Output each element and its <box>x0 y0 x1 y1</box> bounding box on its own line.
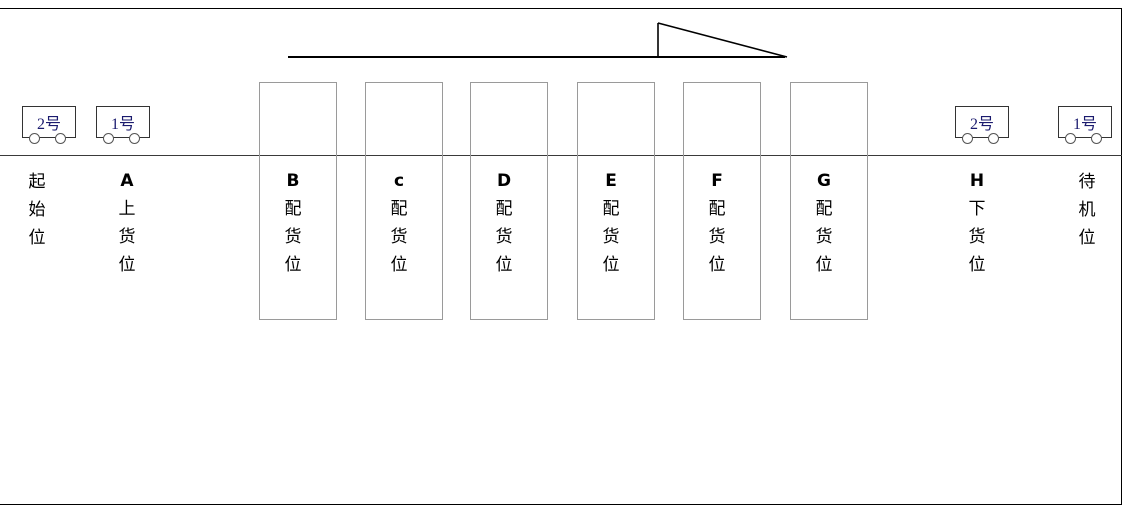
station-name-char: 待 <box>1078 172 1096 191</box>
cart-label-left-cart-1: 1号 <box>96 106 150 138</box>
station-name-char: 位 <box>815 255 833 274</box>
station-name-char: 货 <box>495 227 513 246</box>
station-code-pick-e: E <box>605 171 617 191</box>
station-box-pick-b[interactable] <box>259 82 337 320</box>
station-name-char: 位 <box>968 255 986 274</box>
station-name-char: 货 <box>390 227 408 246</box>
station-name-char: 配 <box>815 199 833 218</box>
station-label-standby: 待机位 <box>1070 168 1104 252</box>
station-name-char: 位 <box>390 255 408 274</box>
station-name-char: 位 <box>1078 228 1096 247</box>
station-name-char: 配 <box>284 199 302 218</box>
cart-label-left-cart-2: 2号 <box>22 106 76 138</box>
station-name-char: 配 <box>602 199 620 218</box>
station-name-char: 位 <box>118 255 136 274</box>
station-name-char: 配 <box>390 199 408 218</box>
station-label-start: 起始位 <box>20 168 54 252</box>
station-box-pick-g[interactable] <box>790 82 868 320</box>
cart-left-cart-1[interactable]: 1号 <box>96 106 150 144</box>
station-name-char: 配 <box>708 199 726 218</box>
station-code-pick-d: D <box>496 171 512 191</box>
station-code-load-a: A <box>120 171 134 191</box>
cart-left-cart-2[interactable]: 2号 <box>22 106 76 144</box>
main-rail <box>0 155 1122 156</box>
cart-label-right-cart-2: 2号 <box>955 106 1009 138</box>
page-border <box>0 8 1122 505</box>
station-name-char: 货 <box>602 227 620 246</box>
cart-wheel-left-icon <box>1065 133 1076 144</box>
cart-wheel-left-icon <box>962 133 973 144</box>
cart-wheel-left-icon <box>29 133 40 144</box>
station-name-char: 上 <box>118 199 136 218</box>
station-name-char: 位 <box>28 228 46 247</box>
station-name-char: 起 <box>28 172 46 191</box>
cart-right-cart-1[interactable]: 1号 <box>1058 106 1112 144</box>
station-name-char: 位 <box>495 255 513 274</box>
station-name-char: 下 <box>968 199 986 218</box>
station-code-pick-b: B <box>286 171 300 191</box>
station-name-char: 货 <box>708 227 726 246</box>
cart-wheel-right-icon <box>129 133 140 144</box>
station-name-char: 位 <box>708 255 726 274</box>
cart-wheel-left-icon <box>103 133 114 144</box>
ramp-triangle-icon <box>657 22 788 58</box>
station-box-pick-f[interactable] <box>683 82 761 320</box>
station-box-pick-c[interactable] <box>365 82 443 320</box>
station-box-pick-d[interactable] <box>470 82 548 320</box>
overhead-beam <box>288 56 785 58</box>
cart-wheel-right-icon <box>55 133 66 144</box>
station-code-pick-c: c <box>393 171 405 191</box>
station-code-unload-h: H <box>969 171 985 191</box>
cart-label-right-cart-1: 1号 <box>1058 106 1112 138</box>
station-name-char: 货 <box>284 227 302 246</box>
station-name-char: 货 <box>815 227 833 246</box>
station-name-char: 位 <box>284 255 302 274</box>
station-name-char: 机 <box>1078 200 1096 219</box>
cart-wheel-right-icon <box>988 133 999 144</box>
station-name-char: 货 <box>968 227 986 246</box>
station-name-char: 位 <box>602 255 620 274</box>
station-code-pick-g: G <box>817 171 831 191</box>
station-name-char: 配 <box>495 199 513 218</box>
station-name-char: 始 <box>28 200 46 219</box>
station-box-pick-e[interactable] <box>577 82 655 320</box>
station-name-char: 货 <box>118 227 136 246</box>
cart-right-cart-2[interactable]: 2号 <box>955 106 1009 144</box>
cart-wheel-right-icon <box>1091 133 1102 144</box>
station-code-pick-f: F <box>711 171 723 191</box>
